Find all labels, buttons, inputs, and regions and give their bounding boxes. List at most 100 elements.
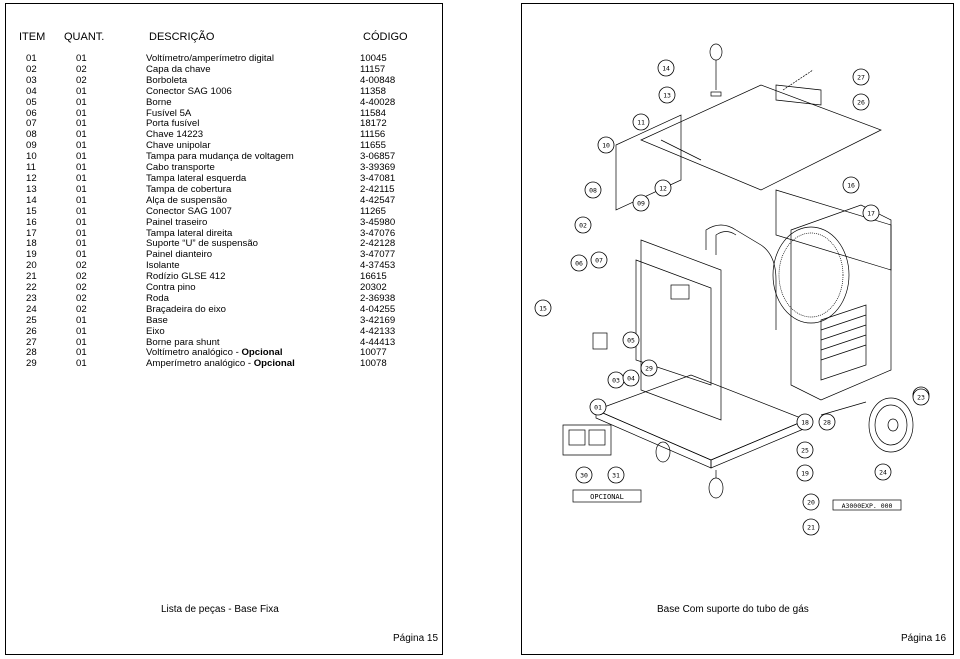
description-cell-text: Chave unipolar bbox=[146, 140, 211, 152]
callout-label: 30 bbox=[580, 471, 588, 479]
caster-drawing bbox=[655, 441, 724, 499]
callout-label: 14 bbox=[662, 64, 670, 72]
item-cell: 14 bbox=[20, 195, 76, 207]
right-caption: Base Com suporte do tubo de gás bbox=[657, 604, 809, 615]
callout-label: 09 bbox=[637, 199, 645, 207]
code-cell-text: 3-47076 bbox=[360, 227, 396, 239]
description-cell-text: Tampa lateral direita bbox=[146, 227, 233, 239]
code-cell-text: 20302 bbox=[360, 282, 387, 294]
description-cell: Borne bbox=[146, 97, 360, 109]
description-cell-text: Tampa lateral esquerda bbox=[146, 172, 247, 184]
header-description: DESCRIÇÃO bbox=[149, 31, 215, 43]
item-cell-text: 22 bbox=[26, 282, 37, 294]
item-cell: 29 bbox=[20, 358, 76, 370]
description-cell-text: Voltímetro analógico - bbox=[146, 347, 242, 359]
code-cell: 10045 bbox=[360, 53, 430, 65]
item-cell: 25 bbox=[20, 315, 76, 327]
code-cell: 3-47081 bbox=[360, 173, 430, 185]
code-cell: 4-44413 bbox=[360, 337, 430, 349]
code-cell-text: 4-00848 bbox=[360, 74, 396, 86]
quantity-cell-text: 01 bbox=[76, 216, 87, 228]
item-cell: 01 bbox=[20, 53, 76, 65]
item-cell: 07 bbox=[20, 118, 76, 130]
quantity-cell-text: 01 bbox=[76, 194, 87, 206]
callout-label: 05 bbox=[627, 336, 635, 344]
description-cell-text: Tampa para mudança de voltagem bbox=[146, 151, 294, 163]
quantity-cell: 01 bbox=[76, 129, 146, 141]
exploded-view-page: Base Com suporte do tubo de gás Página 1… bbox=[521, 3, 954, 655]
item-cell-text: 17 bbox=[26, 227, 37, 239]
quantity-cell: 01 bbox=[76, 315, 146, 327]
callout-05: 05 bbox=[622, 331, 640, 349]
callout-label: 13 bbox=[663, 91, 671, 99]
quantity-cell-text: 02 bbox=[76, 260, 87, 272]
code-cell: 11265 bbox=[360, 206, 430, 218]
optional-tag: Opcional bbox=[253, 358, 295, 370]
description-cell: Tampa lateral esquerda bbox=[146, 172, 360, 185]
header-code: CÓDIGO bbox=[363, 31, 408, 43]
quantity-cell: 01 bbox=[76, 337, 146, 349]
quantity-cell-text: 01 bbox=[76, 140, 87, 152]
analog-meters-drawing: OPCIONAL bbox=[562, 424, 642, 503]
description-cell-text: Conector SAG 1007 bbox=[146, 205, 232, 217]
code-cell-text: 4-40028 bbox=[360, 96, 396, 108]
callout-label: 26 bbox=[857, 98, 865, 106]
quantity-cell-text: 01 bbox=[76, 172, 87, 184]
item-cell-text: 21 bbox=[26, 271, 37, 283]
quantity-cell-text: 01 bbox=[76, 162, 87, 174]
callout-16: 16 bbox=[842, 176, 860, 194]
quantity-cell: 01 bbox=[76, 118, 146, 130]
item-cell: 27 bbox=[20, 337, 76, 349]
code-cell: 4-37453 bbox=[360, 260, 430, 272]
right-page-number: Página 16 bbox=[901, 633, 947, 644]
description-cell: Isolante bbox=[146, 260, 360, 272]
item-cell: 11 bbox=[20, 162, 76, 174]
callout-01: 01 bbox=[589, 398, 607, 416]
description-cell-text: Suporte “U” de suspensão bbox=[146, 238, 258, 250]
callout-label: 02 bbox=[579, 221, 587, 229]
callout-label: 06 bbox=[575, 259, 583, 267]
wheel-drawing bbox=[820, 397, 914, 453]
callout-label: 24 bbox=[879, 468, 887, 476]
item-cell-text: 10 bbox=[26, 151, 37, 163]
code-cell-text: 3-47077 bbox=[360, 249, 396, 261]
header-item: ITEM bbox=[19, 31, 46, 43]
code-cell: 2-42115 bbox=[360, 184, 430, 196]
code-cell-text: 2-36938 bbox=[360, 292, 396, 304]
callout-19: 19 bbox=[796, 464, 814, 482]
callout-03: 03 bbox=[607, 371, 625, 389]
quantity-cell-text: 01 bbox=[76, 118, 87, 130]
description-cell-text: Base bbox=[146, 314, 168, 326]
callout-label: 17 bbox=[867, 209, 875, 217]
callout-14: 14 bbox=[657, 59, 675, 77]
description-cell: Tampa lateral direita bbox=[146, 227, 360, 240]
callout-label: 25 bbox=[801, 446, 809, 454]
callout-09: 09 bbox=[632, 194, 650, 212]
code-cell-text: 10045 bbox=[360, 53, 387, 64]
quantity-cell: 02 bbox=[76, 64, 146, 76]
code-cell-text: 2-42128 bbox=[360, 238, 396, 250]
drawing-code: A3000EXP. 000 bbox=[842, 502, 893, 510]
code-cell-text: 11655 bbox=[360, 140, 386, 152]
quantity-cell: 01 bbox=[76, 172, 146, 185]
description-cell: Painel traseiro bbox=[146, 217, 360, 229]
description-cell-text: Tampa de cobertura bbox=[146, 183, 232, 195]
callout-label: 29 bbox=[645, 364, 653, 372]
digital-meter-drawing bbox=[592, 332, 608, 350]
callout-label: 03 bbox=[612, 376, 620, 384]
left-caption: Lista de peças - Base Fixa bbox=[161, 604, 279, 615]
quantity-cell-text: 02 bbox=[76, 282, 87, 294]
code-cell-text: 11157 bbox=[360, 63, 386, 75]
description-cell-text: Borboleta bbox=[146, 74, 188, 86]
description-cell-text: Eixo bbox=[146, 325, 165, 337]
item-cell: 26 bbox=[20, 326, 76, 338]
